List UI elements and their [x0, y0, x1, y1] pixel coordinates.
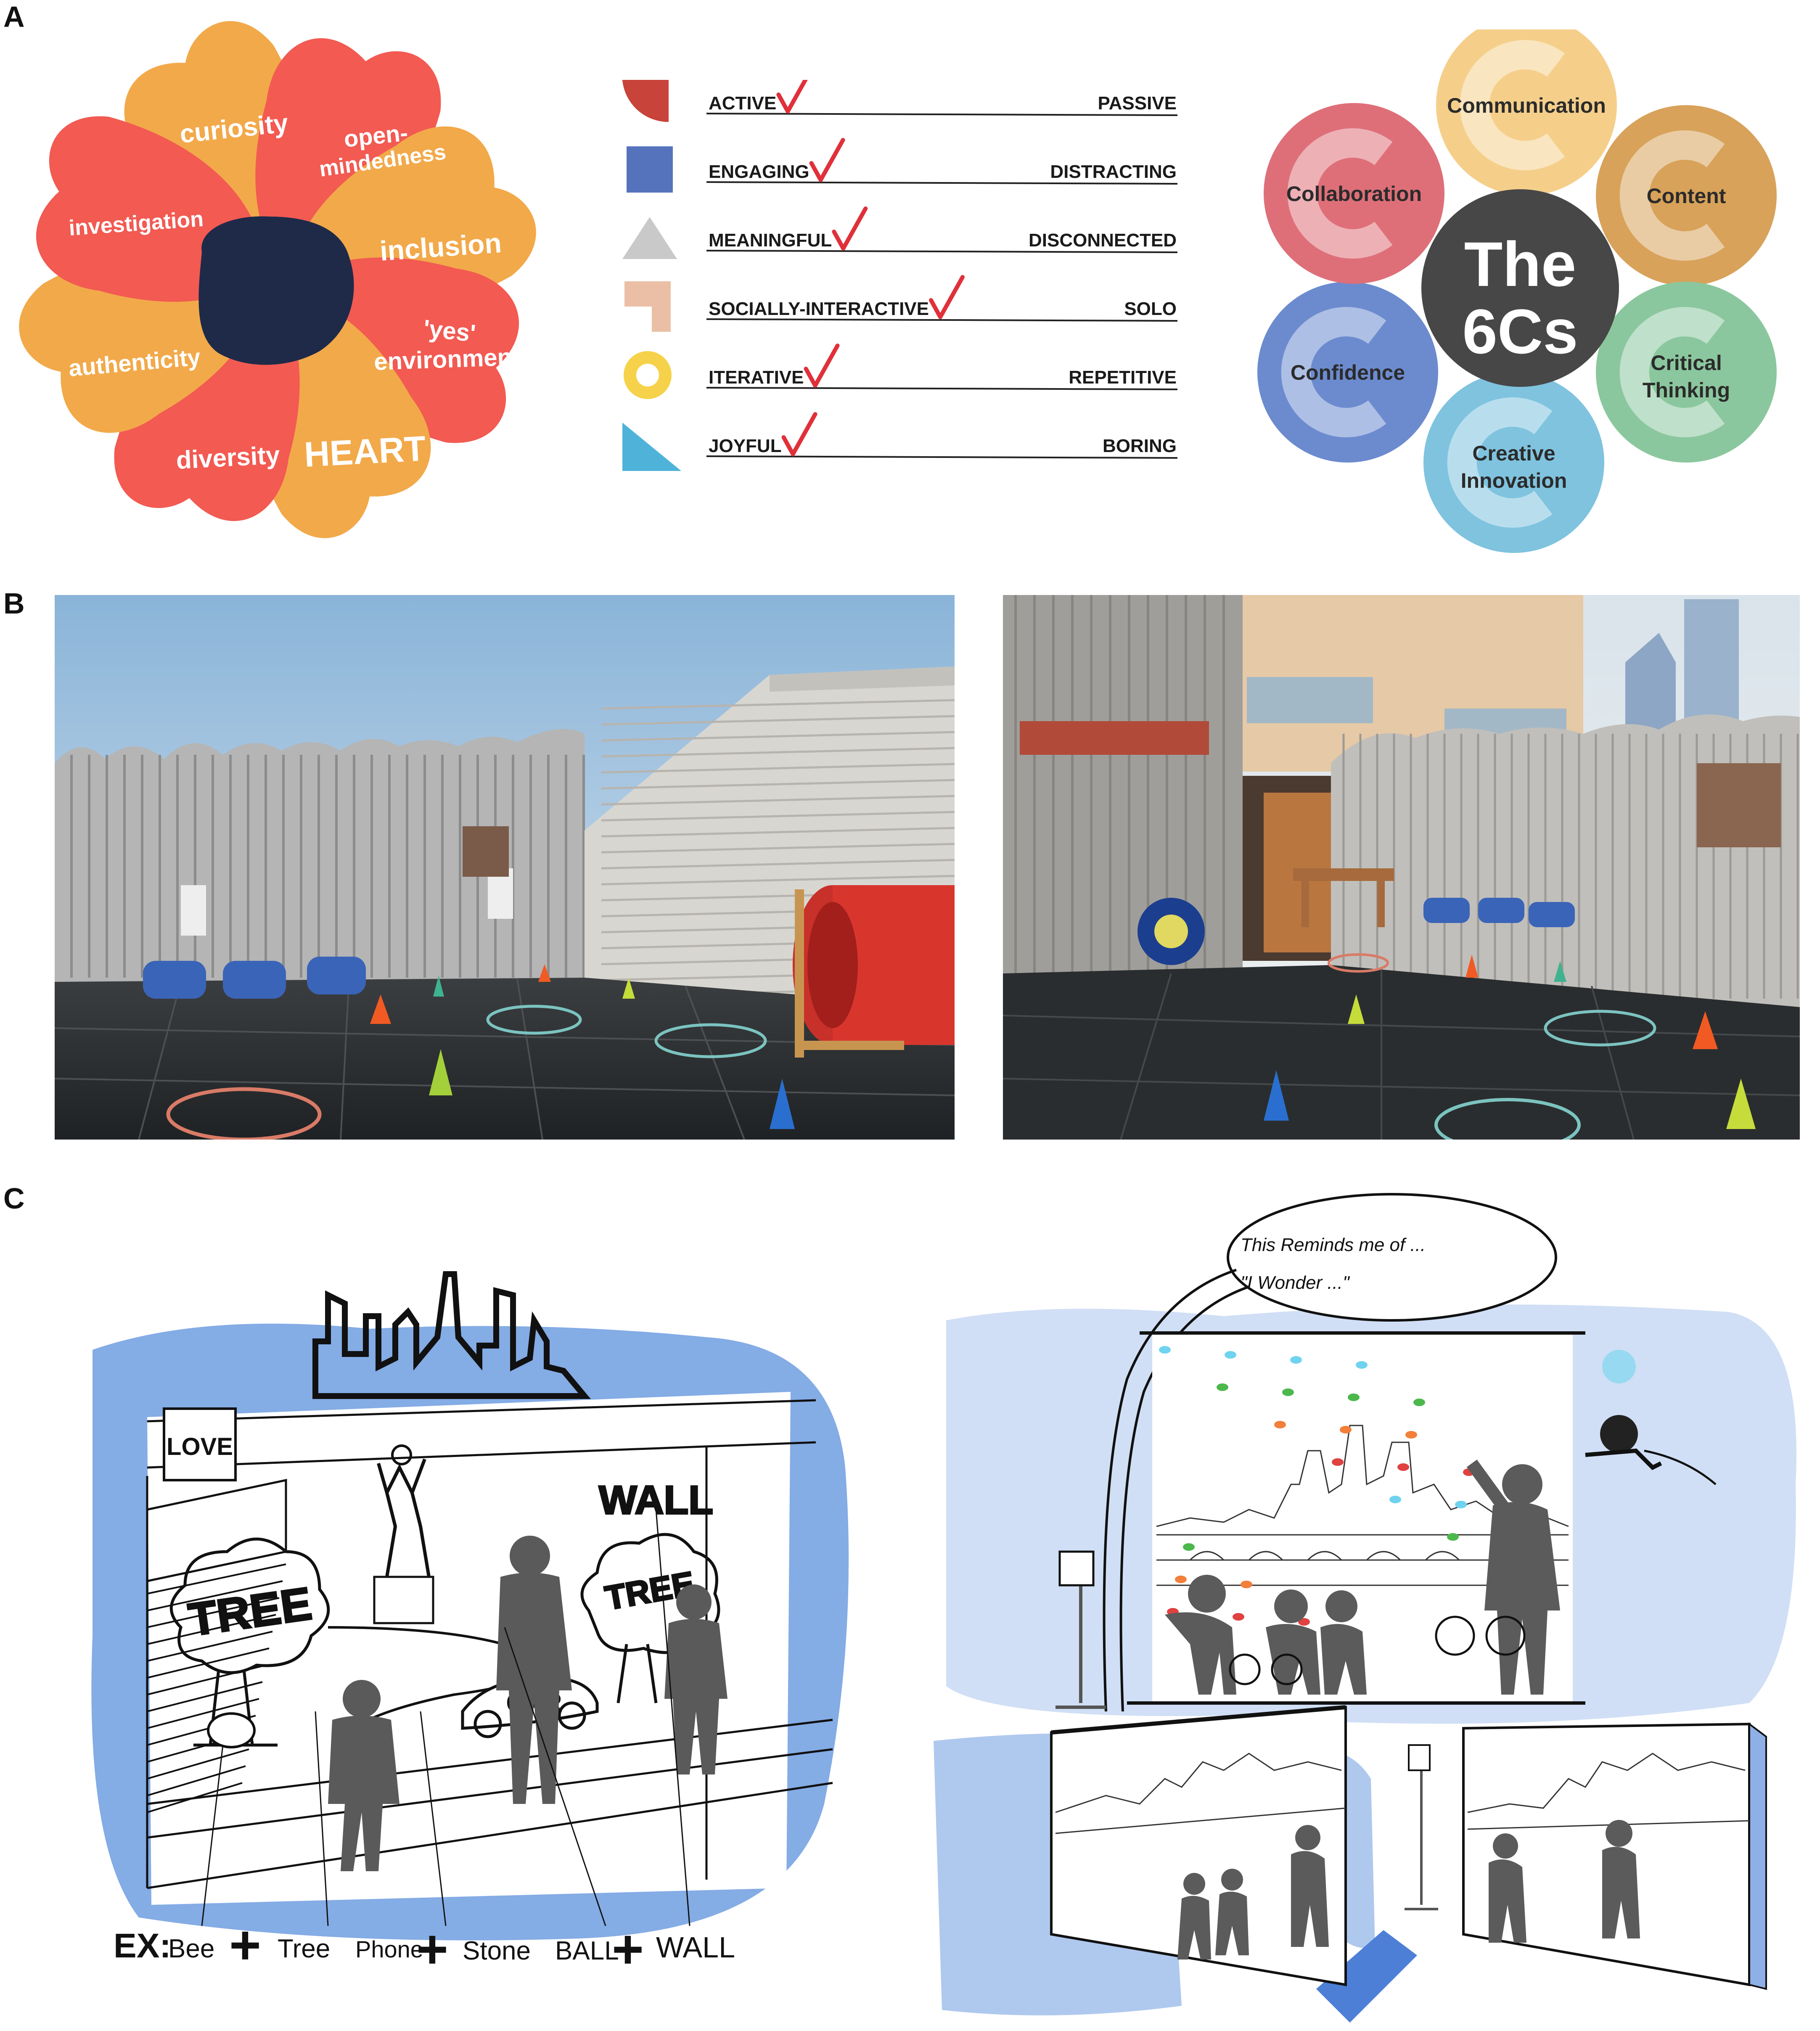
wall-sign: WALL — [599, 1478, 713, 1523]
six-cs-center-title: The — [1464, 229, 1577, 299]
check-mark-icon — [781, 412, 817, 456]
check-mark-icon — [929, 275, 965, 319]
six-cs-circle — [1264, 103, 1444, 284]
scale-line — [706, 181, 1178, 185]
six-cs-circle — [1257, 282, 1438, 463]
flower-label-environment: environment — [373, 343, 521, 376]
scale-shape-icon — [624, 351, 672, 399]
scale-left-label: JOYFUL — [709, 436, 782, 456]
six-cs-label: Communication — [1447, 94, 1606, 117]
panel-label-a: A — [3, 0, 25, 33]
six-cs-circle — [1596, 105, 1777, 286]
six-cs-center-subtitle: 6Cs — [1462, 296, 1578, 367]
six-cs-label: Creative — [1472, 442, 1555, 465]
check-mark-icon — [776, 80, 808, 114]
scale-line — [706, 250, 1178, 253]
example-word-ball: BALL — [555, 1936, 619, 1965]
example-word-phone: Phone — [355, 1936, 423, 1962]
c-letter-icon — [1287, 128, 1393, 259]
scale-line — [706, 455, 1178, 459]
scale-left-label: ACTIVE — [709, 93, 776, 114]
six-cs-label-line2: Thinking — [1643, 378, 1730, 402]
six-cs-label: Content — [1647, 184, 1726, 208]
c-letter-icon — [1460, 40, 1565, 170]
scale-right-label: DISTRACTING — [1050, 161, 1177, 182]
scale-line — [706, 387, 1178, 390]
scale-left-label: ENGAGING — [709, 161, 809, 182]
six-cs-label: Confidence — [1291, 361, 1405, 384]
scale-shape-icon — [622, 217, 677, 259]
bubble-text-wonder: "I Wonder ..." — [1241, 1272, 1350, 1293]
flower-label-diversity: diversity — [175, 441, 281, 474]
scale-left-label: SOCIALLY-INTERACTIVE — [709, 299, 929, 319]
check-mark-icon — [809, 138, 845, 182]
six-cs-circle — [1436, 29, 1617, 196]
six-cs-label: Critical — [1651, 351, 1722, 375]
six-cs-center — [1421, 189, 1619, 387]
plus-sign-3: + — [612, 1918, 644, 1980]
interactive-wall-sketch-left: LOVE WALL TREE TREE CAR EX: Bee + Tree — [91, 1271, 849, 1980]
scale-line — [706, 113, 1178, 116]
six-cs-circle — [1423, 372, 1604, 553]
c-letter-icon — [1619, 307, 1725, 437]
example-word-stone: Stone — [463, 1936, 531, 1965]
heart-flower-diagram: curiosity open- mindedness inclusion 'ye… — [19, 21, 536, 538]
c-letter-icon — [1281, 307, 1386, 437]
example-prefix: EX: — [114, 1927, 171, 1965]
scale-line — [706, 318, 1178, 322]
check-mark-icon — [804, 344, 840, 388]
example-word-wall: WALL — [656, 1931, 735, 1964]
panel-label-b: B — [3, 587, 25, 620]
play-qualities-scales: ACTIVE PASSIVE ENGAGING DISTRACTING MEANINGF… — [622, 80, 1178, 471]
six-cs-circle — [1596, 282, 1777, 463]
flower-label-heart: HEART — [303, 428, 427, 474]
six-cs-label: Collaboration — [1286, 182, 1422, 206]
scale-right-label: BORING — [1103, 436, 1177, 456]
scale-right-label: DISCONNECTED — [1029, 230, 1177, 251]
rooftop-photo-left — [55, 595, 955, 1140]
scale-left-label: ITERATIVE — [709, 367, 804, 388]
scale-shape-icon — [622, 423, 681, 471]
scale-right-label: REPETITIVE — [1069, 367, 1177, 388]
rooftop-photo-right — [1003, 595, 1800, 1140]
bubble-text-reminds: This Reminds me of ... — [1241, 1235, 1426, 1255]
six-cs-diagram: CommunicationContentCriticalThinkingCrea… — [1257, 29, 1777, 553]
flower-label-yes-quote: 'yes' — [422, 315, 477, 347]
scale-shape-icon — [624, 281, 671, 332]
example-word-tree: Tree — [278, 1934, 330, 1963]
scale-shape-icon — [627, 146, 673, 193]
scale-shape-icon — [622, 80, 669, 122]
flower-petal — [255, 38, 441, 265]
panel-label-c: C — [3, 1182, 25, 1215]
interactive-wall-sketch-right: This Reminds me of ... "I Wonder ..." — [934, 1193, 1796, 2023]
c-letter-icon — [1447, 397, 1553, 528]
check-mark-icon — [832, 206, 868, 251]
example-word-bee: Bee — [168, 1934, 214, 1963]
plus-sign-2: + — [416, 1918, 448, 1980]
scale-right-label: SOLO — [1124, 299, 1177, 319]
love-sign: LOVE — [167, 1433, 233, 1460]
c-letter-icon — [1619, 130, 1725, 261]
flower-center — [198, 216, 354, 365]
scale-left-label: MEANINGFUL — [709, 230, 832, 251]
plus-sign-1: + — [229, 1914, 261, 1975]
scale-right-label: PASSIVE — [1098, 93, 1177, 114]
six-cs-label-line2: Innovation — [1461, 469, 1567, 492]
